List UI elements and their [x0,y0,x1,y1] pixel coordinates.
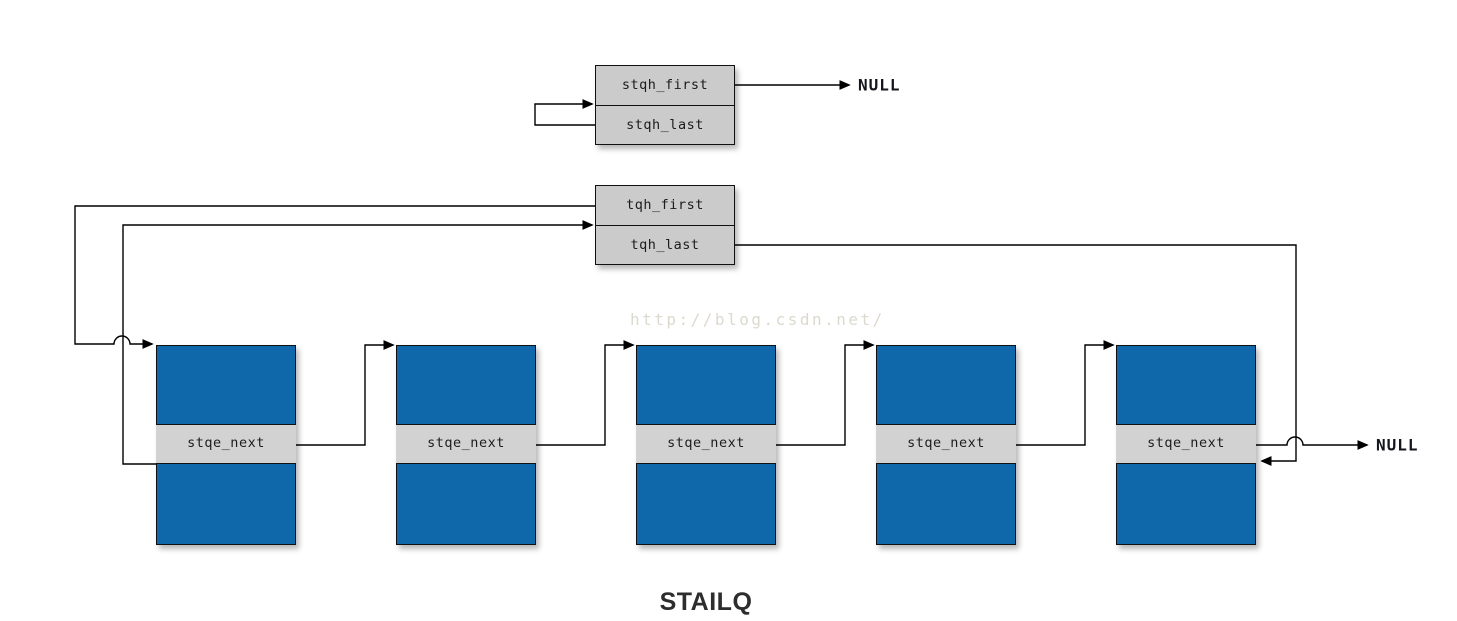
list-node-4: stqe_next [875,345,1017,545]
empty-head-box: stqh_first stqh_last [595,65,735,145]
list-node-1: stqe_next [155,345,297,545]
stqe-next-cell: stqe_next [1115,424,1257,464]
stqe-next-cell: stqe_next [875,424,1017,464]
tqh-last-cell: tqh_last [596,224,734,265]
tqh-first-cell: tqh_first [626,197,704,213]
list-node-2: stqe_next [395,345,537,545]
arrow-node1-to-node2 [296,340,395,446]
stqh-last-cell: stqh_last [596,104,734,145]
list-head-box: tqh_first tqh_last [595,185,735,265]
arrow-node4-to-node5 [1016,340,1115,446]
stqe-next-cell: stqe_next [155,424,297,464]
arrow-node2-to-node3 [536,340,635,446]
arrow-tqh-first-to-node1 [74,205,595,349]
diagram-title: STAILQ [659,588,753,616]
stqe-next-cell: stqe_next [395,424,537,464]
arrow-stqh-last-self-loop [534,99,595,126]
watermark-text: http://blog.csdn.net/ [630,310,885,329]
null-label-empty-head: NULL [858,75,901,95]
list-node-5: stqe_next [1115,345,1257,545]
null-label-tail: NULL [1376,435,1419,455]
stqh-first-cell: stqh_first [621,77,709,93]
stqe-next-cell: stqe_next [635,424,777,464]
list-node-3: stqe_next [635,345,777,545]
arrow-node5-to-null [1256,436,1369,450]
arrow-node3-to-node4 [776,340,875,446]
